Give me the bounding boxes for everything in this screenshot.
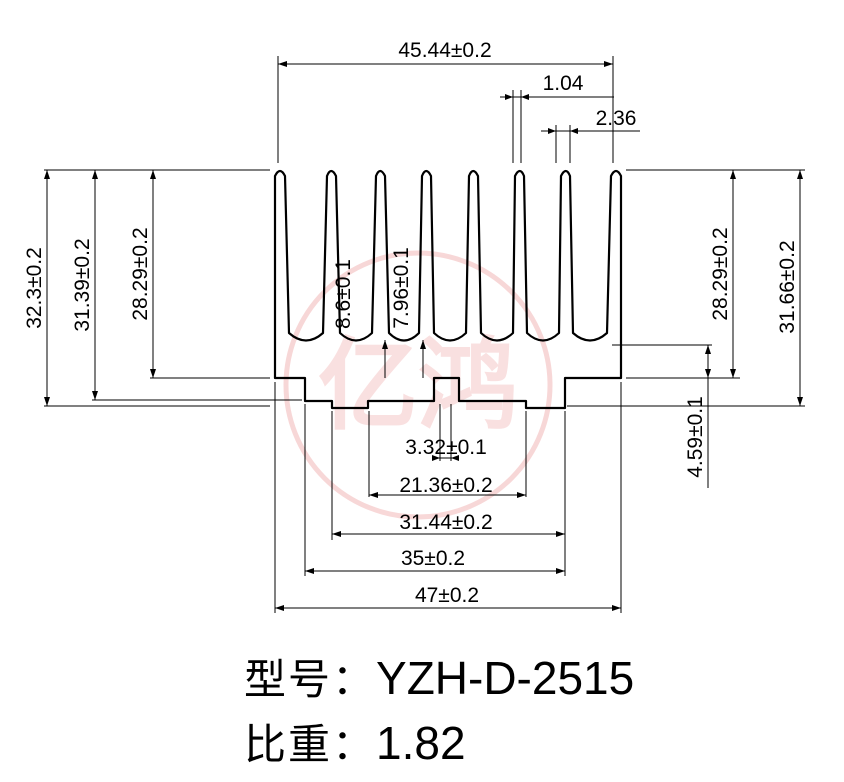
dim-overall-bottom-width: 47±0.2	[415, 584, 479, 607]
dim-fin-thickness: 1.04	[543, 72, 584, 95]
arrowheads	[44, 61, 803, 611]
dim-fin-gap: 2.36	[596, 107, 637, 130]
weight-line: 比重：1.82	[244, 720, 466, 766]
dim-right-height-total: 31.66±0.2	[776, 240, 799, 333]
dim-base-thickness: 4.59±0.1	[684, 396, 707, 478]
heatsink-outline	[273, 169, 623, 410]
dim-left-fin-height: 28.29±0.2	[129, 227, 152, 320]
dim-left-height-total: 32.3±0.2	[23, 247, 46, 329]
model-value: YZH-D-2515	[376, 652, 635, 704]
dim-slot-depth-b: 7.96±0.1	[390, 247, 413, 329]
dim-slot-depth-a: 8.6±0.1	[332, 259, 355, 329]
dim-width-21: 21.36±0.2	[399, 474, 492, 497]
dim-left-height-mid: 31.39±0.2	[71, 238, 94, 331]
dim-overall-top-width: 45.44±0.2	[398, 39, 491, 62]
dim-right-fin-height: 28.29±0.2	[709, 227, 732, 320]
dim-width-35: 35±0.2	[401, 547, 465, 570]
weight-value: 1.82	[376, 717, 466, 769]
model-label: 型号：	[244, 655, 377, 704]
model-line: 型号：YZH-D-2515	[244, 655, 634, 701]
weight-label: 比重：	[244, 720, 377, 769]
watermark-logo: 亿鸿	[283, 250, 553, 520]
dimension-lines	[46, 63, 801, 609]
dim-width-31: 31.44±0.2	[399, 511, 492, 534]
watermark-text: 亿鸿	[318, 327, 518, 444]
dim-center-rib-width: 3.32±0.1	[405, 436, 487, 459]
